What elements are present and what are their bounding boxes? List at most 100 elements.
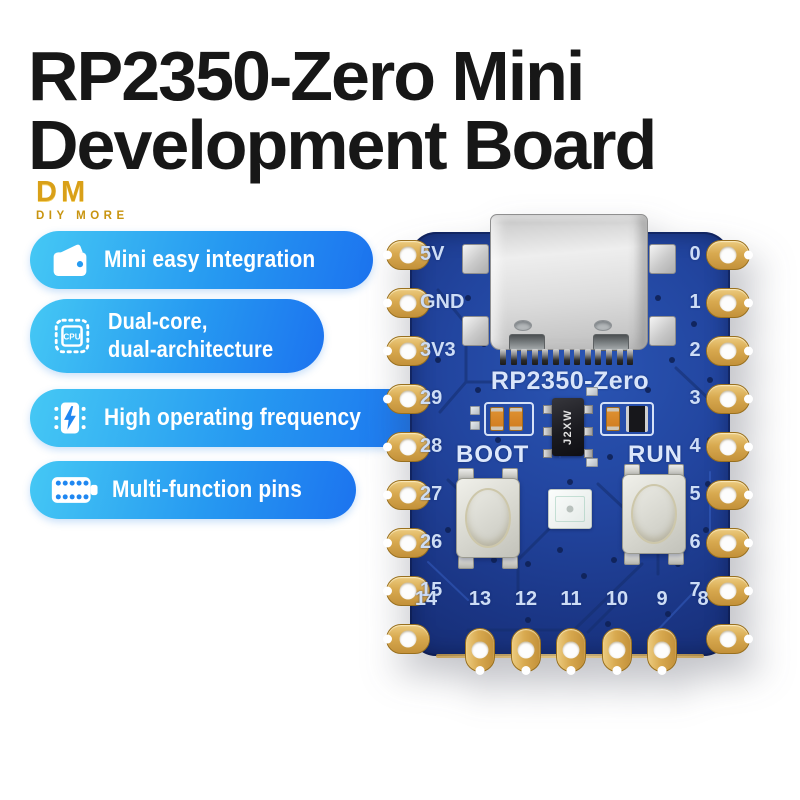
capacitor (490, 407, 504, 431)
usb-smd-pin (510, 349, 517, 365)
castellated-pin (706, 432, 750, 462)
cpu-icon-label: CPU (63, 333, 80, 342)
castellated-pin (706, 384, 750, 414)
via (445, 527, 451, 533)
feature-badge-label: Multi-function pins (112, 476, 303, 503)
via (611, 557, 617, 563)
usb-dimple (514, 320, 532, 331)
castellated-pin (706, 624, 750, 654)
via (645, 387, 651, 393)
feature-badge-pins: Multi-function pins (30, 461, 357, 519)
via (707, 377, 713, 383)
usb-shield-lug (462, 244, 489, 274)
chip-pin (543, 405, 552, 414)
pin-label-5V: 5V (420, 243, 445, 265)
via (475, 387, 481, 393)
pin-label-2: 2 (689, 339, 701, 361)
feature-badge-label: Dual-core, dual-architecture (108, 308, 274, 362)
via (491, 557, 497, 563)
via (495, 437, 501, 443)
castellated-pin (706, 480, 750, 510)
usb-smd-pin (574, 349, 581, 365)
castellated-pin (511, 628, 541, 672)
usb-smd-pin (595, 349, 602, 365)
castellated-pin (706, 240, 750, 270)
feature-badge-frequency: High operating frequency (30, 389, 426, 447)
usb-shield-lug (649, 244, 676, 274)
chip-marking: J2XW (562, 409, 574, 445)
solder-pad (470, 406, 480, 415)
chip-pin (584, 449, 593, 458)
brand-logo: DM DIY MORE (36, 178, 129, 223)
run-button (622, 474, 686, 554)
cpu-icon: CPU (50, 314, 94, 358)
silkscreen-component-box (484, 402, 534, 436)
pin-label-29: 29 (420, 387, 443, 409)
via (607, 454, 613, 460)
via (581, 573, 587, 579)
run-button-cap (631, 484, 677, 544)
feature-badge-label: High operating frequency (104, 404, 362, 431)
pin-label-11: 11 (560, 588, 582, 610)
chip-pin (543, 427, 552, 436)
via (435, 357, 441, 363)
via (429, 301, 435, 307)
silkscreen-component-box (600, 402, 654, 436)
pin-label-7: 7 (689, 579, 701, 601)
usb-smd-pin (521, 349, 528, 365)
pin-label-3V3: 3V3 (420, 339, 456, 361)
castellated-pin (386, 336, 430, 366)
usb-smd-pin (553, 349, 559, 365)
pin-label-26: 26 (420, 531, 443, 553)
via (557, 547, 563, 553)
castellated-pin (386, 432, 430, 462)
usb-smd-pin (616, 349, 623, 365)
pin-label-12: 12 (514, 588, 538, 610)
pin-label-27: 27 (420, 483, 443, 505)
smd-component (626, 406, 648, 432)
castellated-pin (706, 336, 750, 366)
pin-label-10: 10 (605, 588, 629, 610)
usb-c-connector (490, 214, 648, 351)
castellated-pin (465, 628, 495, 672)
solder-pad (470, 421, 480, 430)
usb-dimple (594, 320, 612, 331)
castellated-pin (386, 624, 430, 654)
usb-smd-pin (584, 349, 591, 365)
via (525, 561, 531, 567)
castellated-pin (556, 628, 586, 672)
pin-label-9: 9 (656, 588, 668, 610)
via (465, 295, 471, 301)
lightning-icon (50, 398, 90, 438)
usb-smd-pin (531, 349, 538, 365)
pin-label-GND: GND (420, 291, 465, 313)
wallet-icon (50, 242, 90, 279)
castellated-pin (706, 576, 750, 606)
product-title: RP2350-Zero Mini Development Board (28, 41, 657, 181)
pin-label-5: 5 (689, 483, 701, 505)
pin-label-0: 0 (689, 243, 701, 265)
capacitor (509, 407, 523, 431)
pin-label-13: 13 (468, 588, 492, 610)
capacitor (606, 407, 620, 431)
usb-smd-pin (627, 349, 634, 365)
feature-badge-integration: Mini easy integration (30, 231, 373, 289)
regulator-chip: J2XW (552, 398, 584, 456)
castellated-pin (706, 528, 750, 558)
via (703, 527, 709, 533)
castellated-pin (706, 288, 750, 318)
pin-label-6: 6 (689, 531, 701, 553)
pin-label-15: 15 (420, 579, 443, 601)
pin-label-1: 1 (689, 291, 701, 313)
solder-pad (586, 458, 598, 467)
usb-shield-lug (462, 316, 489, 346)
castellated-pin (386, 384, 430, 414)
via (665, 611, 671, 617)
via (655, 295, 661, 301)
usb-smd-pin (563, 349, 570, 365)
via (691, 321, 697, 327)
castellated-pin (386, 480, 430, 510)
castellated-pin (386, 528, 430, 558)
castellated-pin (386, 288, 430, 318)
